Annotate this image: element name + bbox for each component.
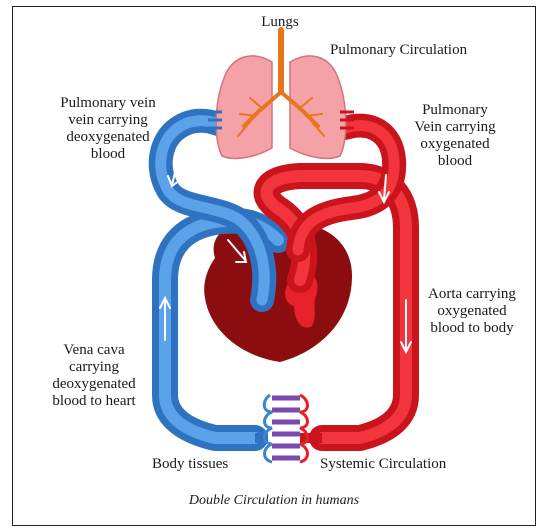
lungs	[208, 27, 354, 160]
body-tissues-label: Body tissues	[152, 456, 229, 472]
right-pulmonary-vein-label: Pulmonary Vein carrying oxygenated blood	[414, 102, 496, 169]
lung-capillaries	[208, 110, 354, 130]
aorta-label: Aorta carrying oxygenated blood to body	[428, 286, 516, 336]
left-pulmonary-vein-label: Pulmonary vein vein carrying deoxygenate…	[60, 95, 156, 162]
caption: Double Circulation in humans	[188, 493, 360, 508]
bronchi	[237, 27, 325, 137]
lungs-label: Lungs	[261, 14, 299, 30]
pulmonary-circulation-label: Pulmonary Circulation	[330, 42, 468, 58]
vena-cava-label: Vena cava carrying deoxygenated blood to…	[52, 342, 136, 409]
left-pulmonary-vessel	[148, 108, 277, 312]
body-capillaries	[255, 393, 322, 464]
systemic-circulation-label: Systemic Circulation	[320, 456, 447, 472]
flow-arrows	[159, 159, 412, 355]
